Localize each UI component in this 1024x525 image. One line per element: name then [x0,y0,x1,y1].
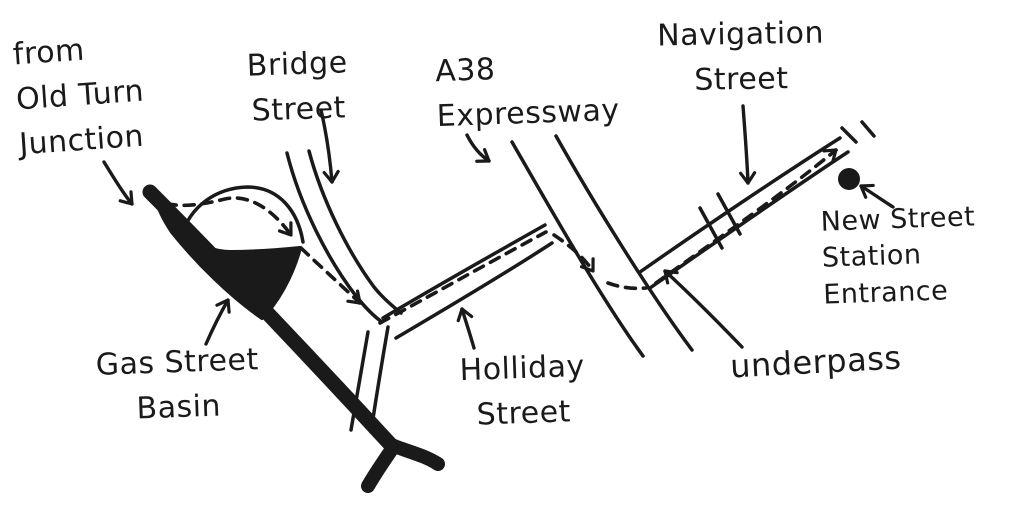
arrow-underpass [663,269,744,349]
label-new-street-station-entrance: New Street Station Entrance [820,201,976,311]
route-navigation-street [654,148,838,285]
canal-gas-street-basin [142,184,445,493]
arrow-holliday-street [456,307,476,350]
arrow-a38 [465,133,491,163]
bridge-street-road [285,149,403,434]
arrow-navigation-street [739,104,757,185]
arrow-bridge-street [319,108,340,184]
arrow-gas-street-basin [204,298,231,346]
route-underpass-exit [606,281,648,291]
navigation-street-road [638,136,850,290]
canal-fork-left [361,439,401,493]
arrow-new-street-station [859,183,895,209]
station-entrance-marks [840,120,876,144]
station-entrance-dot [838,168,860,190]
label-gas-street-basin: Gas Street Basin [95,342,260,427]
canal-basin-fill [154,196,302,320]
a38-expressway-road [510,134,694,358]
holliday-street-road [381,223,554,340]
canal-stem [142,184,398,452]
label-arrows [102,104,895,350]
canal-fork-right [387,439,445,471]
basin-loop-outline [179,185,305,244]
route-holliday-street [378,230,548,325]
route-basin-loop [148,194,293,237]
label-holliday-street: Holliday Street [459,348,586,433]
walking-route [148,148,838,325]
crossing-tick [698,206,724,250]
label-bridge-street: Bridge Street [246,45,349,129]
label-from-old-turn-junction: from Old Turn Junction [11,32,146,163]
route-bridge-street [299,246,362,305]
arrow-from-junction [102,160,134,206]
route-underpass-entry [552,233,595,273]
label-underpass: underpass [729,338,903,386]
label-a38-expressway: A38 Expressway [434,52,621,135]
label-navigation-street: Navigation Street [656,15,825,98]
